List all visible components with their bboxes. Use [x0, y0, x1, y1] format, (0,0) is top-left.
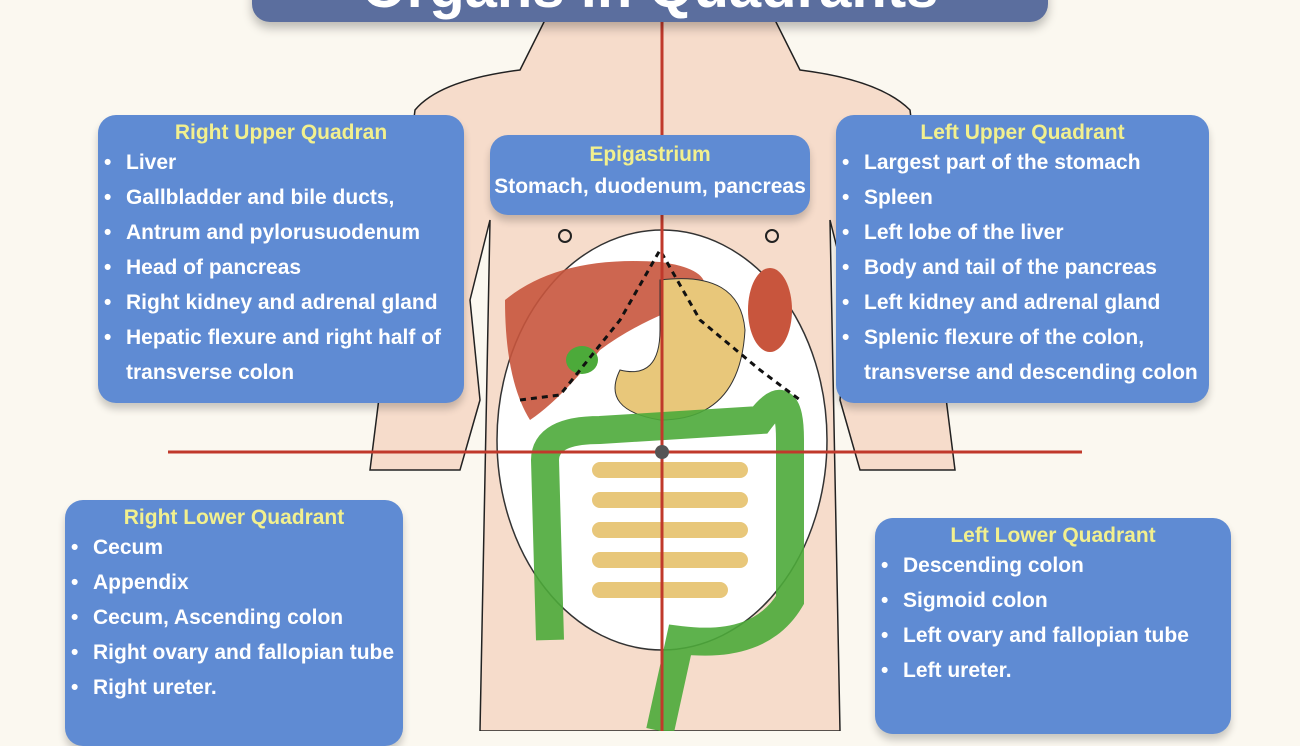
- small-intestine: [592, 462, 748, 598]
- rlq-box: Right Lower Quadrant Cecum Appendix Cecu…: [65, 500, 403, 746]
- list-item: Antrum and pylorusuodenum: [98, 215, 464, 250]
- list-item-continuation: transverse colon: [126, 361, 295, 384]
- list-item: Sigmoid colon: [875, 583, 1231, 618]
- list-item: Right ureter.: [65, 670, 403, 705]
- list-item: Appendix: [65, 565, 403, 600]
- page-title: Organs in Quadrants: [252, 0, 1048, 21]
- list-item: Left ovary and fallopian tube: [875, 618, 1231, 653]
- list-item: Spleen: [836, 180, 1209, 215]
- list-item: Left lobe of the liver: [836, 215, 1209, 250]
- list-item: Cecum: [65, 530, 403, 565]
- list-item-continuation: transverse and descending colon: [864, 361, 1198, 384]
- epigastrium-text: Stomach, duodenum, pancreas: [494, 175, 806, 198]
- list-item: Body and tail of the pancreas: [836, 250, 1209, 285]
- list-item: Largest part of the stomach: [836, 145, 1209, 180]
- epigastrium-box: Epigastrium Stomach, duodenum, pancreas: [490, 135, 810, 215]
- costal-margin: [519, 246, 801, 402]
- list-item: Right ovary and fallopian tube: [65, 635, 403, 670]
- list-item: Hepatic flexure and right half of: [98, 320, 464, 355]
- luq-box: Left Upper Quadrant Largest part of the …: [836, 115, 1209, 403]
- list-item: Left kidney and adrenal gland: [836, 285, 1209, 320]
- list-item: Gallbladder and bile ducts,: [98, 180, 464, 215]
- luq-heading: Left Upper Quadrant: [920, 121, 1125, 144]
- ruq-box: Right Upper Quadran Liver Gallbladder an…: [98, 115, 464, 403]
- llq-heading: Left Lower Quadrant: [950, 524, 1156, 547]
- list-item: Splenic flexure of the colon,: [836, 320, 1209, 355]
- list-item: Cecum, Ascending colon: [65, 600, 403, 635]
- right-nipple: [765, 229, 779, 243]
- spleen: [748, 268, 792, 352]
- ruq-heading: Right Upper Quadran: [174, 121, 388, 144]
- umbilicus: [655, 445, 669, 459]
- epigastrium-heading: Epigastrium: [589, 143, 711, 166]
- list-item: Descending colon: [875, 548, 1231, 583]
- gallbladder: [566, 346, 598, 374]
- list-item: Head of pancreas: [98, 250, 464, 285]
- list-item: Liver: [98, 145, 464, 180]
- left-nipple: [558, 229, 572, 243]
- llq-box: Left Lower Quadrant Descending colon Sig…: [875, 518, 1231, 734]
- list-item: Right kidney and adrenal gland: [98, 285, 464, 320]
- title-banner: Organs in Quadrants: [252, 0, 1048, 22]
- list-item: Left ureter.: [875, 653, 1231, 688]
- colon: [530, 390, 804, 731]
- rlq-heading: Right Lower Quadrant: [123, 506, 345, 529]
